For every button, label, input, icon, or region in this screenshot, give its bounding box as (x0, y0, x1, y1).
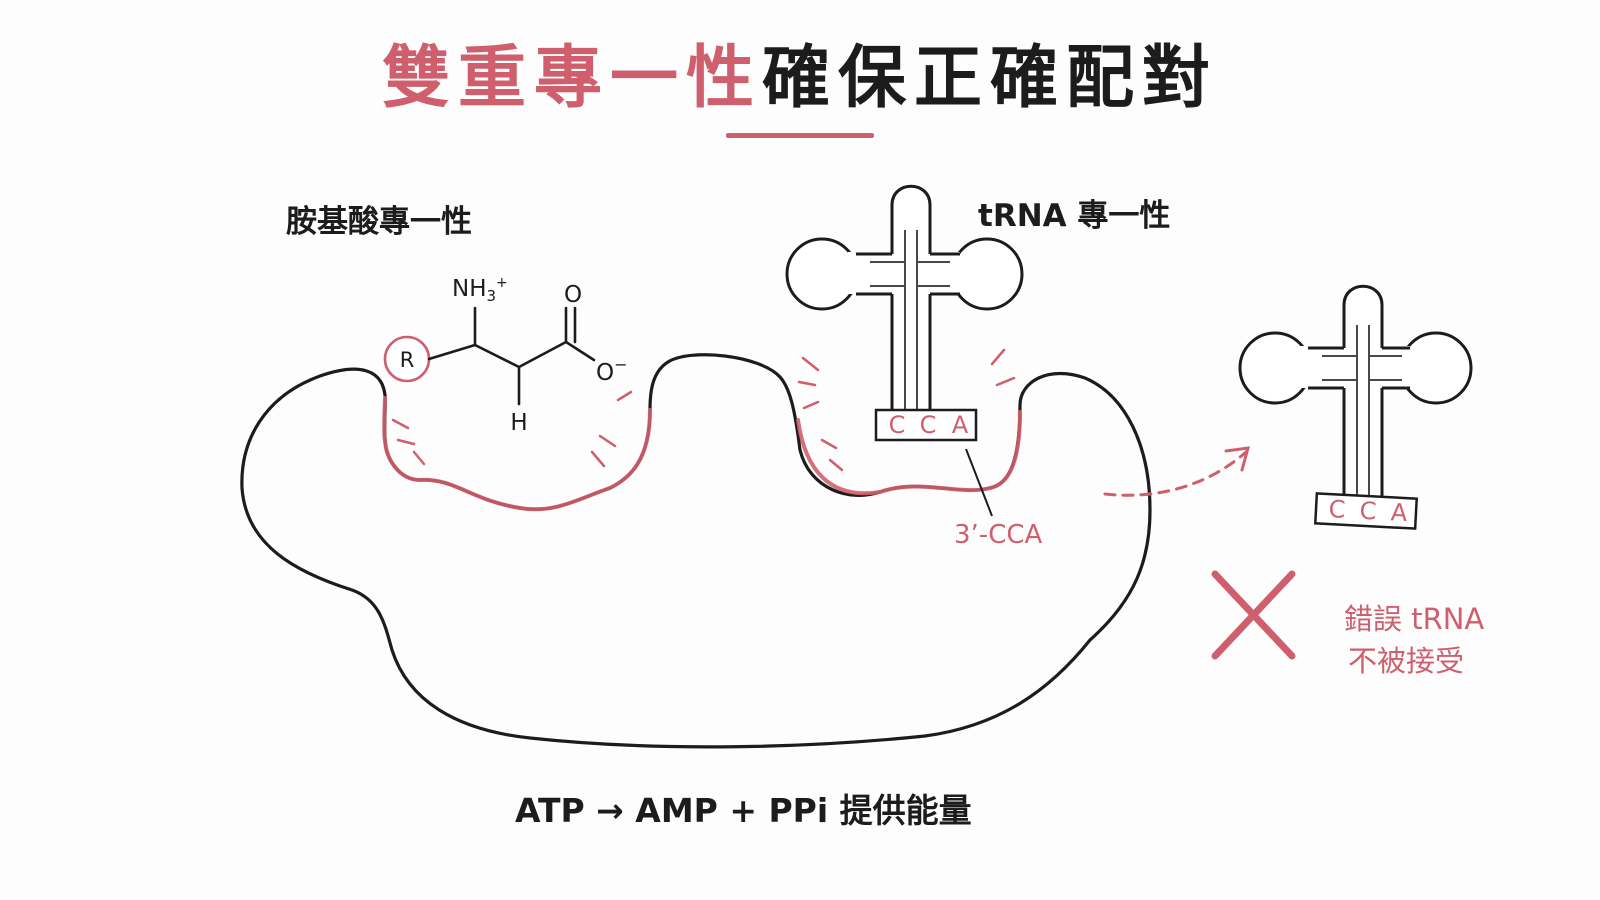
r-group-label: R (400, 348, 415, 372)
trna-specificity-label: tRNA 專一性 (978, 198, 1171, 234)
cca-label: 3’-CCA (954, 520, 1042, 550)
dashed-arrow-icon (1103, 446, 1251, 497)
trna-recognition-marks (797, 348, 1016, 472)
energy-equation: ATP → AMP + PPi 提供能量 (515, 791, 972, 830)
trna-bound-structure (785, 184, 1024, 442)
reject-label-line2: 不被接受 (1348, 644, 1465, 678)
carboxylate-oxygen-label: O− (596, 355, 628, 386)
trna-bound-cca: C C A (889, 411, 969, 439)
molecule-labels: R NH3+ H O O− (400, 275, 628, 436)
cca-pointer-line (965, 448, 993, 517)
hydrogen-label: H (510, 410, 527, 436)
trna-rejected-cca: C C A (1328, 495, 1409, 527)
title-underline (726, 133, 874, 138)
trna-pocket-highlight (796, 410, 1022, 496)
enzyme-outline (240, 353, 1152, 749)
title-rest: 確保正確配對 (762, 39, 1219, 118)
svg-text:A: A (952, 411, 969, 439)
reject-label-line1: 錯誤 tRNA (1344, 602, 1485, 636)
carbonyl-oxygen-label: O (564, 282, 582, 308)
amino-acid-specificity-label: 胺基酸專一性 (286, 204, 472, 240)
title-highlight: 雙重專一性 (381, 39, 762, 118)
cross-icon (1211, 570, 1296, 660)
svg-text:C: C (920, 411, 937, 439)
page-title: 雙重專一性確保正確配對 (0, 22, 1600, 121)
svg-text:C: C (889, 411, 906, 439)
amino-acid-molecule (383, 306, 596, 406)
amino-acid-recognition-marks (391, 390, 633, 468)
svg-text:A: A (1390, 498, 1408, 527)
svg-text:C: C (1359, 497, 1377, 526)
svg-text:C: C (1328, 495, 1346, 524)
amine-label: NH3+ (452, 275, 508, 305)
trna-rejected-structure (1238, 284, 1473, 530)
amino-acid-pocket-highlight (382, 396, 652, 512)
